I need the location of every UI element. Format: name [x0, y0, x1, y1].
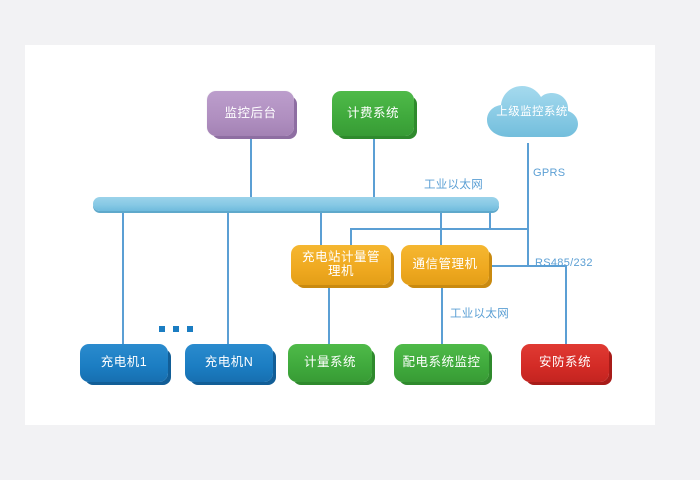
connector-rs485-trunk-to-security-system: [565, 265, 567, 344]
chargers-ellipsis: [159, 325, 199, 333]
industrial-ethernet-bus: [93, 197, 499, 211]
node-charger-1-label: 充电机1: [100, 355, 148, 370]
connector-station-metering-to-metering-system: [328, 285, 330, 344]
ellipsis-dot: [187, 326, 193, 332]
node-monitoring-backend-label: 监控后台: [224, 105, 277, 120]
label-ethernet-lower: 工业以太网: [450, 308, 509, 320]
connector-station-metering-elbow-riser: [350, 228, 352, 245]
node-metering-system[interactable]: 计量系统: [288, 344, 372, 382]
node-communication-manager[interactable]: 通信管理机: [401, 245, 489, 285]
node-upper-monitoring-system-label: 上级监控系统: [496, 106, 568, 118]
node-charger-1[interactable]: 充电机1: [80, 344, 168, 382]
label-rs485: RS485/232: [535, 257, 593, 269]
node-billing-system-label: 计费系统: [346, 105, 399, 120]
connector-billing-system-to-bus: [373, 136, 375, 198]
node-station-metering-manager[interactable]: 充电站计量管理机: [291, 245, 391, 285]
node-charger-n-label: 充电机N: [204, 355, 254, 370]
node-power-distribution-monitoring-label: 配电系统监控: [402, 355, 481, 370]
node-power-distribution-monitoring[interactable]: 配电系统监控: [394, 344, 489, 382]
node-monitoring-backend[interactable]: 监控后台: [207, 91, 294, 136]
node-metering-system-label: 计量系统: [303, 355, 356, 370]
connector-bus-to-charger-1: [122, 209, 124, 344]
node-station-metering-manager-label: 充电站计量管理机: [301, 250, 380, 278]
connector-bus-to-charger-n: [227, 209, 229, 344]
node-billing-system[interactable]: 计费系统: [332, 91, 414, 136]
connector-bus-to-communication-manager: [440, 209, 442, 245]
ellipsis-dot: [173, 326, 179, 332]
connector-bus-right-end-drop: [489, 209, 491, 229]
node-upper-monitoring-system[interactable]: 上级监控系统: [482, 82, 582, 144]
connector-communication-manager-to-rs485: [489, 265, 567, 267]
connector-bus-to-station-metering-manager: [320, 209, 322, 245]
label-gprs: GPRS: [533, 167, 566, 179]
node-security-system-label: 安防系统: [538, 355, 591, 370]
connector-upper-monitoring-gprs-trunk: [527, 143, 529, 265]
cloud-icon: [487, 86, 578, 137]
node-security-system[interactable]: 安防系统: [521, 344, 609, 382]
label-ethernet-top: 工业以太网: [424, 179, 483, 191]
connector-elbow-horizontal-to-gprs-trunk: [350, 228, 529, 230]
node-charger-n[interactable]: 充电机N: [185, 344, 273, 382]
connector-communication-manager-to-power-distribution: [441, 285, 443, 344]
ellipsis-dot: [159, 326, 165, 332]
node-communication-manager-label: 通信管理机: [412, 257, 478, 272]
connector-monitoring-backend-to-bus: [250, 136, 252, 198]
